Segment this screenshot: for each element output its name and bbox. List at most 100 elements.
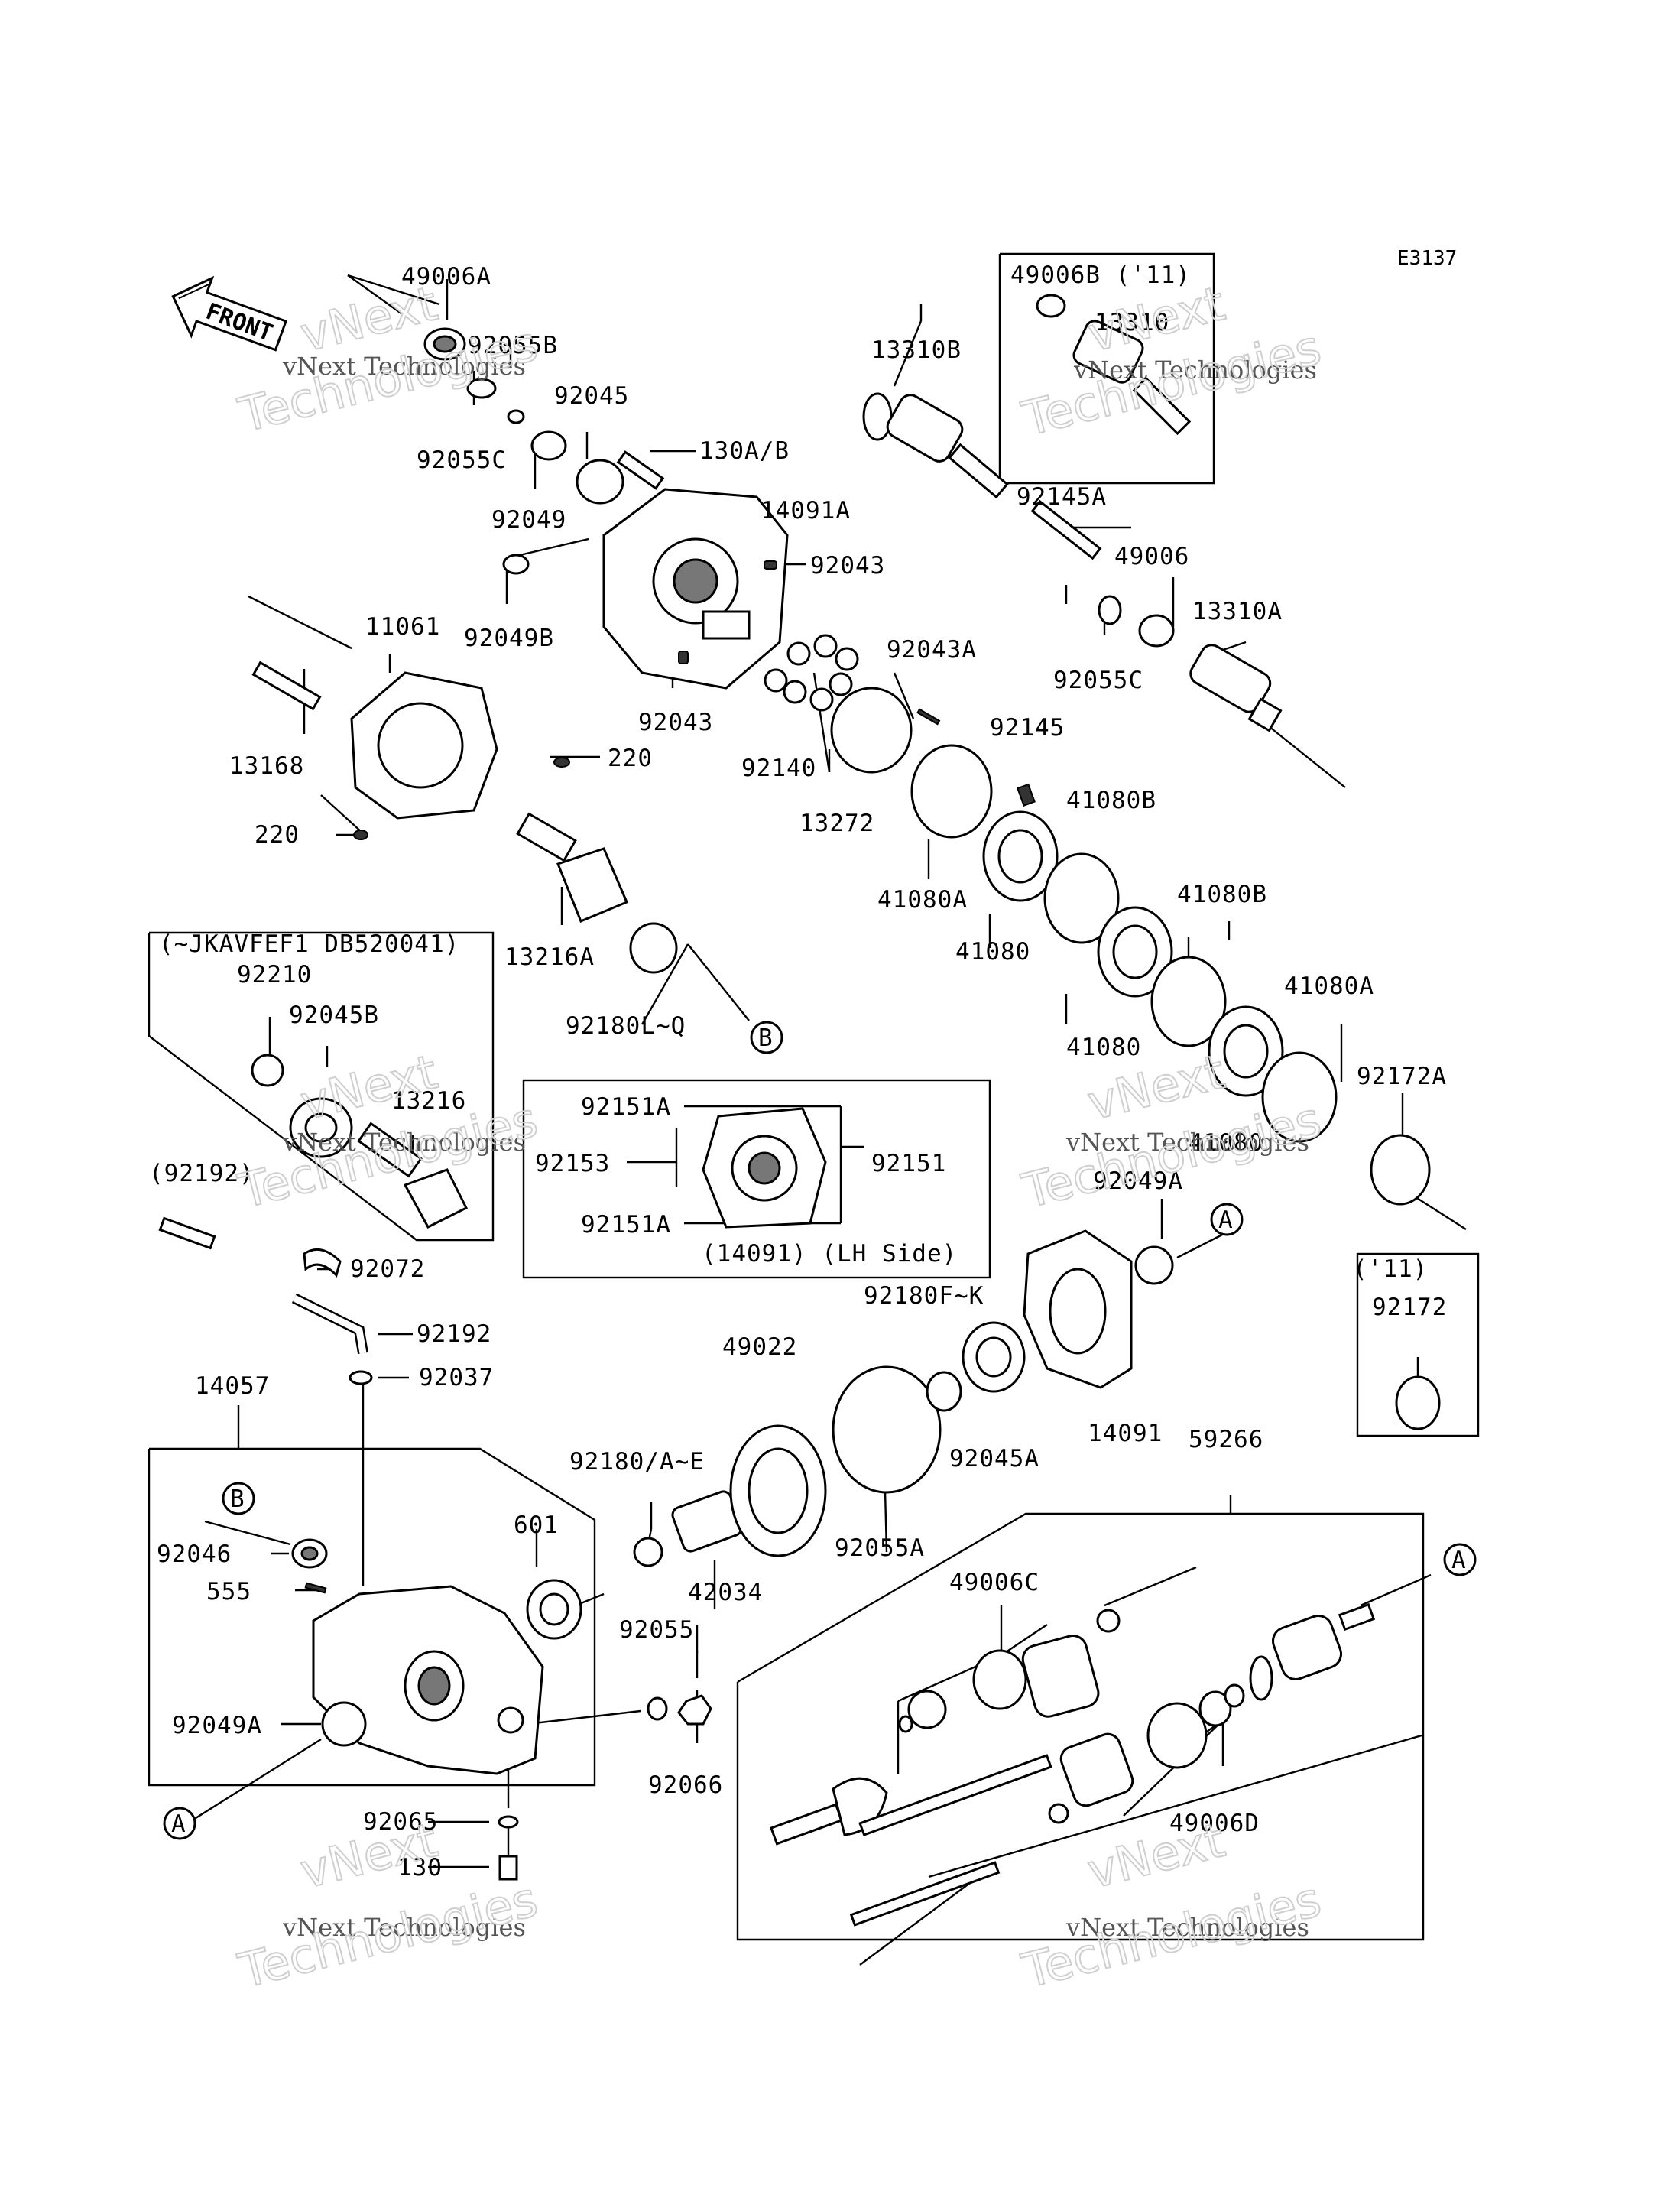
oil-seal-92049 <box>530 430 567 461</box>
plate-41080B-2 <box>1150 956 1227 1047</box>
label-92043-a: 92043 <box>810 552 885 580</box>
box-lh-side <box>522 1079 991 1279</box>
friction-plate-41080-2 <box>1097 906 1173 998</box>
svg-text:vNext Technologies: vNext Technologies <box>282 1128 526 1157</box>
label-92180AE: 92180/A~E <box>569 1448 705 1476</box>
shaft-13168 <box>251 661 322 711</box>
label-13216A: 13216A <box>504 943 595 971</box>
clip-92072 <box>303 1248 342 1278</box>
label-92046: 92046 <box>157 1541 232 1568</box>
label-49006B-2011: 49006B ('11) <box>1010 261 1191 289</box>
label-13310: 13310 <box>1095 309 1169 336</box>
label-92140: 92140 <box>741 755 816 782</box>
box-59266 <box>736 1512 1425 1941</box>
label-92151A-bot: 92151A <box>581 1211 671 1239</box>
seal-92210 <box>251 1054 284 1087</box>
svg-text:vNext Technologies: vNext Technologies <box>1065 1913 1309 1942</box>
label-49006: 49006 <box>1114 543 1189 570</box>
label-130AB: 130A/B <box>699 437 790 465</box>
gear-case-14057 <box>312 1585 544 1775</box>
label-92065: 92065 <box>363 1808 438 1836</box>
label-13216: 13216 <box>391 1087 466 1115</box>
label-92043-b: 92043 <box>638 709 713 736</box>
label-14057: 14057 <box>195 1372 270 1400</box>
label-220-a: 220 <box>608 745 653 772</box>
label-92145: 92145 <box>990 714 1065 742</box>
label-92055: 92055 <box>619 1616 694 1644</box>
balls-92140 <box>764 634 859 712</box>
label-49006A: 49006A <box>401 263 491 291</box>
label-41080-2: 41080 <box>1066 1034 1141 1061</box>
seal-92049A <box>321 1701 367 1747</box>
label-92072: 92072 <box>350 1255 425 1283</box>
label-42034: 42034 <box>688 1579 763 1606</box>
label-14091: 14091 <box>1088 1420 1163 1447</box>
dowel-92043-a <box>764 560 777 570</box>
label-92043A: 92043A <box>887 636 977 664</box>
svg-text:vNext Technologies: vNext Technologies <box>282 352 526 381</box>
shim-92180LQ <box>629 922 678 974</box>
gear-case-14091A <box>602 488 789 690</box>
label-92045A: 92045A <box>949 1445 1039 1472</box>
plate-41080A-1 <box>910 744 993 839</box>
label-92172-2011: ('11) <box>1353 1255 1428 1283</box>
pipe-92192-short <box>158 1216 216 1250</box>
bearing-49006A <box>423 327 466 361</box>
label-14091-lh: (14091) (LH Side) <box>702 1240 957 1268</box>
label-92153: 92153 <box>535 1150 610 1177</box>
callout-a-left: A <box>163 1807 196 1840</box>
svg-text:A: A <box>1451 1547 1467 1574</box>
label-49006C: 49006C <box>949 1569 1039 1596</box>
label-14091A: 14091A <box>761 497 851 524</box>
ring-gear-49022 <box>729 1424 827 1557</box>
pin-220-b <box>353 830 368 840</box>
dowel-92043-b <box>678 651 689 664</box>
label-92045B: 92045B <box>289 1002 379 1029</box>
pinion-13216 <box>357 1122 469 1229</box>
callout-b-top: B <box>750 1021 783 1054</box>
label-220-b: 220 <box>255 821 300 849</box>
svg-text:A: A <box>171 1810 186 1838</box>
label-92172A: 92172A <box>1357 1063 1447 1090</box>
watermark-bottom-left: vNext vNext Technologies Technologies <box>232 1811 543 2000</box>
label-41080-1: 41080 <box>955 938 1030 966</box>
label-92055C-top: 92055C <box>417 446 507 474</box>
ring-92055 <box>647 1696 668 1721</box>
label-49022: 49022 <box>722 1333 797 1361</box>
label-serial-range: (~JKAVFEF1 DB520041) <box>159 930 459 958</box>
svg-text:vNext Technologies: vNext Technologies <box>1065 1128 1309 1157</box>
callout-a-top: A <box>1210 1203 1244 1236</box>
plate-41080A-2 <box>1261 1051 1338 1143</box>
front-arrow-icon: FRONT <box>171 275 288 352</box>
ring-92055C <box>1098 595 1122 625</box>
friction-plate-41080-3 <box>1208 1005 1284 1097</box>
label-92066: 92066 <box>648 1771 723 1799</box>
seal-92172 <box>1395 1375 1441 1430</box>
watermark-top-left: vNext vNext Technologies Technologies <box>232 274 543 444</box>
shim-92180FK <box>926 1371 962 1412</box>
drive-shaft-assy-59266 <box>770 1602 1376 1927</box>
bearing-92046 <box>291 1538 328 1569</box>
plate-13272 <box>830 687 913 774</box>
label-92172: 92172 <box>1372 1294 1447 1321</box>
label-41080A-1: 41080A <box>877 886 968 914</box>
clamp-92037 <box>349 1370 373 1385</box>
joint-13310A <box>1189 644 1283 732</box>
label-92055A: 92055A <box>835 1534 925 1562</box>
bearing-49006 <box>1138 614 1175 648</box>
svg-text:A: A <box>1218 1206 1234 1234</box>
label-49006D: 49006D <box>1169 1810 1260 1837</box>
label-41080B-1: 41080B <box>1066 787 1156 814</box>
hose-92192-inner <box>293 1294 367 1354</box>
part-labels: 49006A 92055B 92055C 92045 130A/B 92049 … <box>149 261 1447 1881</box>
label-92151: 92151 <box>871 1150 946 1177</box>
label-92180FK: 92180F~K <box>864 1282 984 1310</box>
callout-a-right: A <box>1443 1543 1477 1576</box>
label-130: 130 <box>397 1854 443 1881</box>
label-92049B: 92049B <box>464 625 554 652</box>
label-92049A-top: 92049A <box>1093 1167 1183 1195</box>
oil-seal-92049B <box>502 554 530 575</box>
svg-text:B: B <box>230 1485 245 1513</box>
